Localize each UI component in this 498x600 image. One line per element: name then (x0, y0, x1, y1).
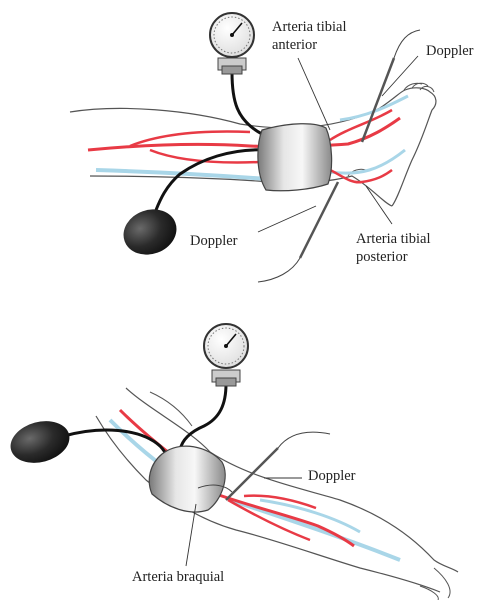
leg-cuff (258, 124, 332, 191)
leg-outline-lower (90, 176, 392, 206)
arm-cuff (149, 446, 225, 512)
doppler-probe-bottom (226, 448, 278, 500)
pressure-gauge-top (210, 13, 254, 74)
label-tibial-posterior-line1: Arteria tibial (356, 230, 430, 248)
gauge-tube-top (232, 72, 262, 134)
label-doppler-top-left: Doppler (190, 232, 238, 250)
label-arteria-braquial: Arteria braquial (132, 568, 224, 586)
label-tibial-anterior-line2: anterior (272, 36, 317, 54)
pressure-gauge-bottom (204, 324, 248, 386)
inflation-bulb-top (117, 202, 183, 262)
leg-vein (96, 170, 280, 180)
label-doppler-bottom: Doppler (308, 467, 356, 485)
doppler-probe-right (362, 58, 394, 142)
arm-figure (6, 324, 458, 600)
label-doppler-top-right: Doppler (426, 42, 474, 60)
doppler-probe-left (300, 182, 338, 258)
label-tibial-posterior-line2: posterior (356, 248, 408, 266)
gauge-tube-bottom (180, 384, 226, 450)
label-tibial-anterior-line1: Arteria tibial (272, 18, 346, 36)
arm-outline-lower (96, 416, 440, 592)
inflation-bulb-bottom (6, 415, 74, 469)
bulb-tube-top (156, 150, 268, 210)
